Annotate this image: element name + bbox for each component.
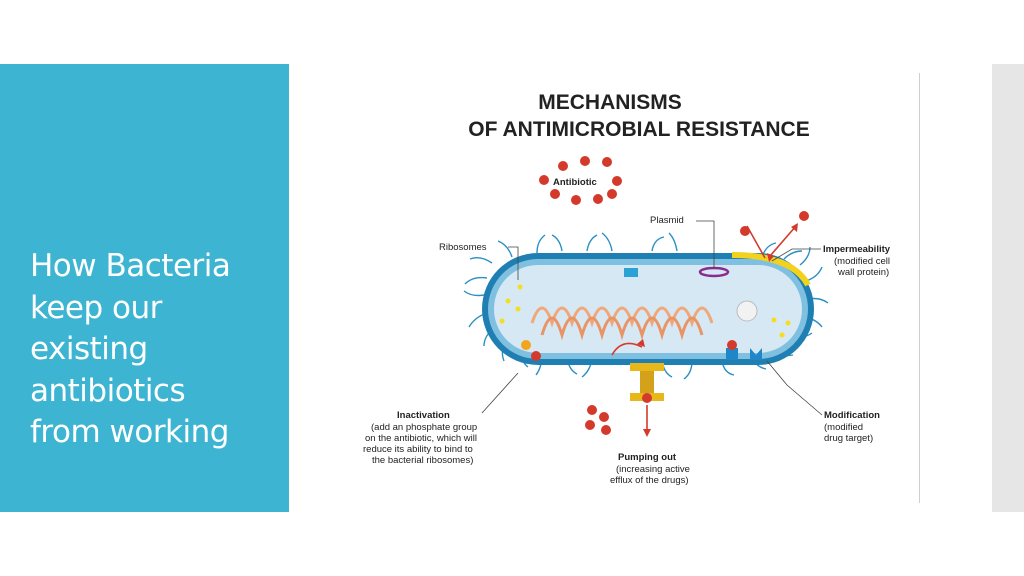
slide-title: How Bacteria keep our existing antibioti… — [30, 246, 280, 454]
escaped-antibiotics — [585, 211, 809, 435]
antibiotic-label: Antibiotic — [553, 177, 597, 188]
slide-title-line: from working — [30, 414, 229, 450]
impermeability-desc-1: (modified cell — [834, 256, 890, 267]
plasmid-label: Plasmid — [650, 215, 684, 226]
ribosomes-label: Ribosomes — [439, 242, 487, 253]
antibiotic-dot — [571, 195, 581, 205]
modification-desc-2: drug target) — [824, 433, 873, 444]
antibiotic-dot — [550, 189, 560, 199]
pumping-desc-2: efflux of the drugs) — [610, 475, 689, 486]
inactivation-desc-1: (add an phosphate group — [371, 422, 477, 433]
antibiotic-dot — [727, 340, 737, 350]
slide-title-line: How Bacteria — [30, 248, 231, 284]
impermeability-desc-2: wall protein) — [837, 267, 889, 278]
arrowheads — [637, 223, 798, 437]
inactivation-desc-4: the bacterial ribosomes) — [372, 455, 473, 466]
pumping-desc-1: (increasing active — [616, 464, 690, 475]
cell-cytoplasm — [494, 265, 802, 353]
slide-title-line: antibiotics — [30, 372, 186, 409]
side-strip — [992, 64, 1024, 512]
modified-drug-target — [726, 348, 762, 360]
antibiotic-cluster — [539, 156, 622, 205]
ribosome — [624, 268, 638, 277]
resistance-diagram: MECHANISMS OF ANTIMICROBIAL RESISTANCE A… — [363, 91, 891, 486]
impermeability-title: Impermeability — [823, 244, 891, 255]
antibiotic-dot — [642, 393, 652, 403]
pumping-title: Pumping out — [618, 452, 677, 463]
title-panel: How Bacteria keep our existing antibioti… — [0, 64, 289, 512]
antibiotic-dot — [612, 176, 622, 186]
modification-title: Modification — [824, 410, 880, 421]
antibiotic-dot — [531, 351, 541, 361]
antibiotic-dot — [539, 175, 549, 185]
slide-title-line: keep our — [30, 289, 162, 326]
inactivated-antibiotic — [521, 340, 531, 350]
modification-desc-1: (modified — [824, 422, 863, 433]
slide-title-line: existing — [30, 331, 148, 367]
yellow-granules — [499, 284, 791, 338]
antibiotic-dot — [558, 161, 568, 171]
arrows — [611, 225, 797, 431]
antibiotic-dot — [593, 194, 603, 204]
antibiotic-dot — [580, 156, 590, 166]
diagram-title-line1: MECHANISMS — [538, 91, 682, 114]
diagram-title-line2: OF ANTIMICROBIAL RESISTANCE — [468, 118, 809, 141]
storage-granule — [736, 300, 758, 322]
diagram-image: MECHANISMS OF ANTIMICROBIAL RESISTANCE A… — [322, 73, 920, 503]
inactivation-desc-3: reduce its ability to bind to — [363, 444, 473, 455]
antibiotic-dot — [607, 189, 617, 199]
dna-coil — [530, 306, 714, 341]
leader-lines — [481, 220, 823, 416]
antibiotic-dot — [602, 157, 612, 167]
inactivation-desc-2: on the antibiotic, which will — [365, 433, 477, 444]
inactivation-title: Inactivation — [397, 410, 450, 421]
impermeable-wall — [731, 252, 811, 287]
